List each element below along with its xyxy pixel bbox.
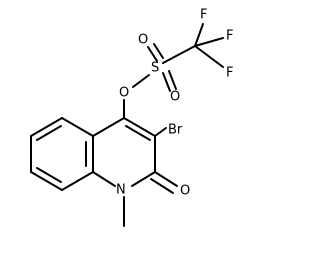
bond-c-f-right-upper (194, 37, 224, 47)
bond-c5-c6-inner (36, 125, 62, 141)
atom-label-o-carbonyl: O (180, 184, 190, 199)
bond-c7-c8 (30, 171, 63, 191)
bond-c7-c8-inner (36, 167, 62, 183)
atom-label-f-right-lower: F (226, 66, 233, 81)
molecule-diagram: F F F S O O O Br O N (30, 8, 233, 227)
bond-s-o-lower-b (168, 70, 177, 90)
atom-label-o-sulfonyl-upper: O (138, 33, 148, 48)
bond-c4-c4a (92, 117, 125, 137)
atom-label-group: F F F S O O O Br O N (116, 8, 233, 199)
atom-label-br: Br (168, 123, 183, 138)
bond-s-c (162, 45, 196, 64)
bond-s-o-upper-a (147, 46, 158, 62)
bond-c8a-n (92, 171, 116, 187)
bond-c2-n (131, 171, 156, 187)
bond-c2-o-carbonyl-b (150, 178, 174, 194)
bond-c4-c3-inner (125, 125, 151, 141)
bond-s-o-upper-b (153, 43, 164, 59)
bond-c4a-c5 (61, 117, 94, 137)
atom-label-f-top: F (200, 8, 207, 23)
bond-c3-br (154, 127, 167, 137)
bond-c4-c3 (123, 117, 156, 137)
bond-c-f-right-lower (194, 45, 224, 68)
bond-c5-c6 (30, 117, 63, 137)
bond-c-f-top (194, 23, 204, 47)
atom-label-o-ester: O (119, 86, 129, 101)
bond-s-o-lower-a (162, 72, 171, 92)
bond-c2-o-carbonyl-a (154, 171, 178, 187)
bond-group (30, 23, 224, 227)
bond-s-o-ester (132, 74, 150, 88)
atom-label-f-right-upper: F (226, 29, 233, 44)
atom-label-n: N (116, 183, 126, 198)
atom-label-s: S (151, 61, 159, 76)
atom-label-o-sulfonyl-lower: O (170, 90, 180, 105)
bond-c8-c8a (61, 171, 94, 191)
